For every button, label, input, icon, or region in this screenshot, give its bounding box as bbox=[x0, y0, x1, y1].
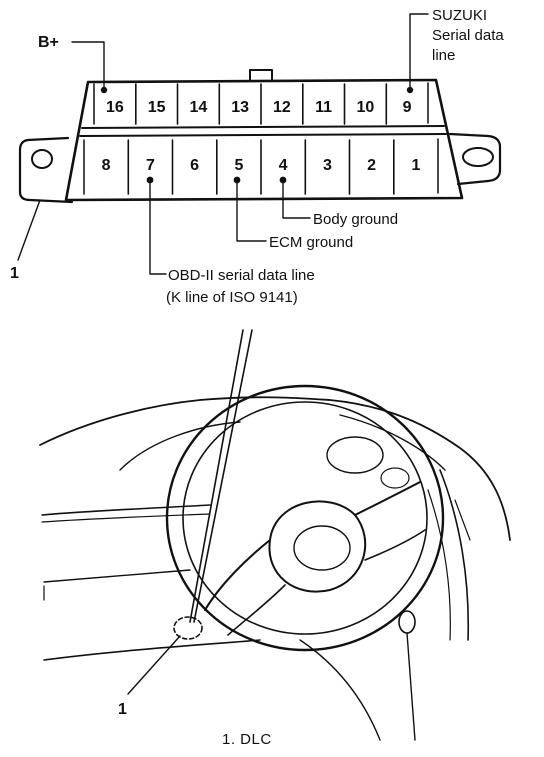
pin-5-dot bbox=[233, 176, 241, 184]
steering-wheel-rim-inner bbox=[182, 401, 428, 635]
dlc-location-marker bbox=[173, 616, 203, 640]
steering-wheel-hub bbox=[268, 500, 367, 593]
top-row-pin-11: 11 bbox=[315, 99, 332, 116]
row-separator-bottom bbox=[79, 133, 447, 137]
obd-label-line2: (K line of ISO 9141) bbox=[166, 289, 298, 306]
dashboard-illustration: 1 bbox=[39, 329, 511, 741]
pin-7-dot bbox=[146, 176, 154, 184]
console-vent bbox=[454, 499, 471, 541]
dash-top-contour bbox=[39, 396, 511, 541]
dash-bottom-edge bbox=[43, 639, 261, 661]
gauge-right bbox=[380, 467, 410, 489]
dash-face-line2 bbox=[41, 513, 211, 523]
ref-bottom-leader bbox=[127, 635, 181, 695]
bottom-row-pin-5: 5 bbox=[234, 157, 243, 174]
bottom-row-pins: 8 7 6 5 4 3 2 1 bbox=[102, 157, 421, 174]
top-row-pin-13: 13 bbox=[231, 99, 249, 116]
body-ground-label: Body ground bbox=[313, 211, 398, 228]
spoke-right bbox=[354, 481, 421, 516]
bottom-row-pin-4: 4 bbox=[279, 157, 288, 174]
console-inner-edge bbox=[427, 489, 451, 641]
gear-lever bbox=[406, 632, 416, 741]
top-row-pin-15: 15 bbox=[148, 99, 166, 116]
top-row-pin-12: 12 bbox=[273, 99, 291, 116]
suzuki-label-line2: Serial data bbox=[432, 27, 504, 44]
right-mount-hole bbox=[462, 147, 494, 167]
spoke-right-lower bbox=[364, 529, 426, 561]
pin-4-dot bbox=[279, 176, 287, 184]
connector-latch bbox=[249, 69, 273, 82]
top-row-pins: 16 15 14 13 12 11 10 9 bbox=[106, 99, 412, 116]
pointer-line-1 bbox=[189, 329, 244, 623]
connector-body bbox=[64, 78, 464, 202]
right-flange bbox=[448, 132, 502, 186]
gauge-left bbox=[326, 436, 384, 474]
bottom-row-dividers bbox=[127, 139, 395, 195]
console-edge bbox=[439, 469, 470, 641]
ecm-ground-label: ECM ground bbox=[269, 234, 353, 251]
pin-9-dot bbox=[406, 86, 414, 94]
bottom-row-pin-6: 6 bbox=[190, 157, 199, 174]
top-row-pin-16: 16 bbox=[106, 99, 124, 116]
b-plus-leader bbox=[71, 41, 105, 89]
bottom-row-pin-3: 3 bbox=[323, 157, 332, 174]
suzuki-label-line3: line bbox=[432, 47, 455, 64]
ref-top-leader bbox=[17, 199, 41, 261]
b-plus-label: B+ bbox=[38, 34, 59, 51]
bottom-row-pin-8: 8 bbox=[102, 157, 111, 174]
left-flange bbox=[18, 136, 74, 204]
steering-wheel-rim-outer bbox=[165, 384, 445, 652]
row-separator-top bbox=[81, 125, 445, 129]
dash-face-line1 bbox=[41, 504, 211, 516]
ref-number-top: 1 bbox=[10, 265, 19, 282]
pin-16-dot bbox=[100, 86, 108, 94]
spoke-left-lower bbox=[227, 584, 286, 636]
dlc-connector: 16 15 14 13 12 11 10 9 8 7 6 5 4 3 2 1 bbox=[18, 69, 502, 204]
gear-knob bbox=[398, 610, 416, 634]
body-ground-leader bbox=[282, 179, 311, 219]
top-row-pin-14: 14 bbox=[190, 99, 208, 116]
obd-leader bbox=[149, 179, 167, 275]
bottom-row-pin-7: 7 bbox=[146, 157, 155, 174]
top-row-dividers bbox=[135, 83, 388, 125]
dash-lower-line bbox=[43, 569, 191, 583]
ref-number-bottom: 1 bbox=[118, 701, 127, 718]
instrument-hood bbox=[339, 414, 446, 471]
pointer-line-2 bbox=[193, 329, 253, 623]
hub-pad bbox=[293, 525, 351, 571]
top-row-pin-10: 10 bbox=[357, 99, 375, 116]
spoke-left bbox=[204, 539, 271, 611]
figure-caption: 1. DLC bbox=[222, 731, 272, 748]
left-mount-hole bbox=[31, 149, 53, 169]
obd-label-line1: OBD-II serial data line bbox=[168, 267, 315, 284]
connector-callouts bbox=[17, 13, 429, 275]
suzuki-label-line1: SUZUKI bbox=[432, 7, 487, 24]
ecm-ground-leader bbox=[236, 179, 267, 242]
connector-text: B+ SUZUKI Serial data line Body ground E… bbox=[10, 7, 504, 306]
bottom-row-pin-1: 1 bbox=[411, 157, 420, 174]
top-row-pin-9: 9 bbox=[403, 99, 412, 116]
steering-column-line bbox=[299, 639, 381, 741]
bottom-row-pin-2: 2 bbox=[367, 157, 376, 174]
suzuki-leader bbox=[409, 13, 429, 89]
